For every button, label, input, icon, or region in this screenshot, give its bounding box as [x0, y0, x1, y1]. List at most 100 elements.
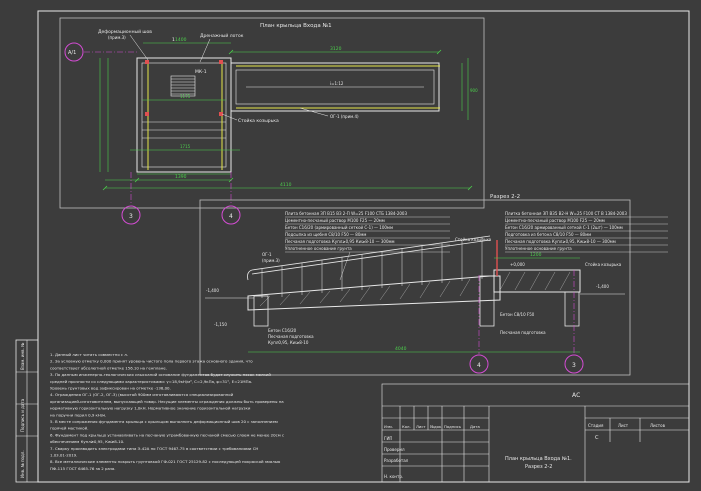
note-line: 8. Все металлические элементы покрыть гр… — [50, 459, 281, 464]
section-elev-left: -1,400 — [206, 288, 219, 293]
section-rail-label: ОГ-1 — [262, 252, 272, 257]
note-line: Уровень грунтовых вод зафиксирован на от… — [50, 386, 171, 391]
left-note-5: Уплотненное основание грунта — [285, 246, 352, 251]
section-title: Разрез 2-2 — [490, 194, 520, 200]
left-note-1: Цементно-песчаный раствор М100 F25 — 20м… — [285, 218, 385, 223]
plan-platform — [136, 57, 232, 173]
section-view: Разрез 2-2 Плита бетонная ЗП В15 ВЗ 2-П … — [199, 194, 668, 376]
section-dimensions — [248, 257, 580, 353]
plan-mark-1: 1 — [172, 37, 175, 43]
plan-grid-3: 3 — [129, 213, 133, 220]
plan-leaders — [129, 34, 329, 121]
section-elev-mid: +0,000 — [510, 262, 525, 267]
section-platform — [493, 269, 581, 293]
left-note-0: Плита бетонная ЗП В15 ВЗ 2-П W=25 F100 С… — [285, 211, 407, 216]
note-line: 5. В месте сопряжения фундамента крыльца… — [50, 419, 278, 424]
section-axis-4-bubble — [469, 354, 489, 374]
plan-grid-axes — [84, 51, 232, 205]
section-axis-3: 3 — [572, 362, 576, 369]
title-block-text: АС Изм. Кол. Лист №док. Подпись Дата ГИП… — [384, 392, 666, 479]
section-ramp-body — [247, 275, 501, 311]
section-right-notes: Плитка бетонная ЗП В35 В2-Н W=25 F100 СТ… — [505, 211, 668, 253]
section-dim-1200: 1200 — [530, 252, 542, 258]
plan-dim-3120: 3120 — [330, 46, 342, 52]
right-note-1: Цементно-песчаный раствор М100 F25 — 20м… — [505, 218, 605, 223]
plan-dim-ticks — [102, 49, 473, 191]
note-line: нормативную горизонтальную нагрузку 1,0к… — [50, 406, 251, 411]
plan-dim-900: 900 — [470, 88, 478, 93]
plan-ramp-inner — [235, 69, 435, 105]
note-line: средней прочности со следующими характер… — [50, 379, 252, 384]
note-line: горячей мастикой. — [50, 426, 88, 431]
note-line: обеспечением Купл≥0,95, Кw≥8-10. — [50, 439, 124, 444]
tb-role-0: ГИП — [384, 436, 392, 441]
side-stamp: Взам. инв. № Подпись и дата Инв. № подл. — [15, 339, 39, 483]
section-sand2: Купл0,95, Кw≥8-10 — [268, 340, 309, 345]
tb-sheets-label: Листов — [650, 423, 666, 428]
plan-dim-total: 4110 — [280, 182, 292, 188]
section-platform-hatch — [499, 271, 571, 291]
tb-h-3: №док. — [430, 424, 442, 429]
plan-ramp-slope: i=1:12 — [330, 81, 344, 86]
section-balusters — [261, 237, 483, 298]
plan-grid-3-bubble — [121, 205, 141, 225]
section-dim-total: 4040 — [395, 346, 407, 352]
plan-handrails — [147, 60, 440, 170]
plan-mk-label: МК-1 — [195, 69, 207, 75]
plan-grid-a1: А/1 — [68, 50, 76, 56]
section-left-notes: Плита бетонная ЗП В15 ВЗ 2-П W=25 F100 С… — [285, 211, 450, 281]
section-concrete-prep: Бетон С8/10 F50 — [500, 312, 535, 317]
section-canopy-label-right: Стойка козырька — [585, 262, 622, 267]
sheet-frame — [37, 10, 690, 483]
plan-dim-1390: 1390 — [175, 174, 187, 180]
note-line: на поручни перил 0,9 кН/м. — [50, 412, 106, 417]
left-note-2: Бетон С16/20 (армированный сеткой С-1) —… — [285, 225, 393, 230]
tb-h-2: Лист — [416, 424, 426, 429]
note-line: соответствует абсолютной отметке 156.10 … — [50, 365, 167, 370]
section-viewport — [199, 199, 631, 376]
note-line: 7. Сварку производить электродами типа Э… — [50, 446, 258, 451]
tb-role-2: Разработал — [384, 458, 409, 463]
section-concrete: Бетон С16/20 — [268, 328, 297, 333]
left-note-3: Подсыпка из щебня С8/10 F50 — 80мм — [285, 232, 366, 237]
section-elev-left2: -1,150 — [214, 322, 227, 327]
plan-posts — [145, 60, 223, 116]
tb-h-1: Кол. — [402, 424, 411, 429]
section-elev-right: -1,400 — [596, 284, 609, 289]
note-line: ПФ-115 ГОСТ 6465-76 за 2 раза. — [50, 466, 116, 471]
right-note-0: Плитка бетонная ЗП В35 В2-Н W=25 F100 СТ… — [505, 211, 627, 216]
right-note-2: Бетон С16/20 армированный сеткой С-1 (2ш… — [505, 225, 623, 230]
tb-h-5: Дата — [470, 424, 480, 429]
general-notes: 1. Данный лист читать совместно с л.2. З… — [50, 352, 284, 471]
plan-view: План крыльца Входа №1 МК-1 i=1:12 — [59, 17, 485, 225]
note-line: 6. Фундамент под крыльцо устанавливать н… — [50, 432, 284, 437]
plan-label-post: Стойка козырька — [238, 117, 279, 124]
plan-platform-inner — [141, 62, 227, 168]
section-axis-4: 4 — [477, 362, 481, 369]
note-line: 1. Данный лист читать совместно с л. — [50, 352, 128, 357]
right-note-3: Подготовка из бетона С8/10 F50 — 80мм — [505, 232, 591, 237]
plan-grid-4: 4 — [229, 213, 233, 220]
plan-label-joint-sub: (прим.3) — [108, 35, 126, 40]
section-axis-3-bubble — [564, 354, 584, 374]
plan-label-joint: Деформационный шов — [98, 28, 152, 35]
plan-grid-a1-bubble — [64, 42, 84, 62]
stamp-2: Инв. № подл. — [20, 450, 25, 478]
tb-sheet-title: План крыльца Входа №1. — [505, 456, 572, 462]
right-note-5: Уплотненное основание грунта — [505, 246, 572, 251]
tb-h-4: Подпись — [444, 424, 462, 429]
section-canopy-label: Стойка козырька — [455, 237, 492, 242]
plan-drain-grate — [170, 75, 196, 97]
tb-sheet-label: Лист — [618, 423, 629, 428]
section-handrail — [247, 235, 491, 281]
section-foundation-right — [564, 291, 580, 327]
plan-label-rail: ОГ-1 (прим.4) — [330, 114, 359, 119]
plan-title: План крыльца Входа №1 — [260, 23, 332, 29]
stamp-1: Подпись и дата — [20, 398, 25, 432]
tb-stage: С — [595, 435, 599, 441]
right-note-4: Песчаная подготовка Купл≥0,95, Кw≥8-10 —… — [505, 239, 616, 244]
left-note-4: Песчаная подготовка Купл≥0,95 Кw≥8-10 — … — [285, 239, 395, 244]
section-sand-right: Песчаная подготовка — [500, 330, 546, 335]
tb-role-1: Проверил — [384, 447, 405, 452]
